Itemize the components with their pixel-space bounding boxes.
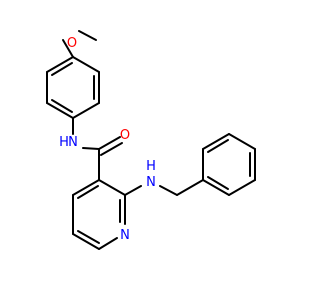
amide-hydrogen-label: H bbox=[59, 135, 69, 150]
chemical-structure-diagram: O N H O N H N bbox=[0, 0, 300, 300]
bond-lines bbox=[46, 30, 256, 250]
bond-ring1-c bbox=[72, 102, 100, 119]
carbonyl-oxygen-label: O bbox=[120, 128, 130, 143]
bond-carbonyl-1 bbox=[98, 136, 121, 150]
bond-ring1-a bbox=[72, 56, 100, 73]
bond-ring1-f-inner bbox=[51, 62, 73, 76]
bond-nh-carbonyl bbox=[82, 147, 100, 150]
methoxy-oxygen-label: O bbox=[67, 36, 77, 51]
bond-pyr-c4-c3 bbox=[72, 179, 100, 196]
pyridine-nitrogen-label: N bbox=[120, 228, 130, 243]
bond-ring1-d bbox=[46, 102, 74, 119]
bond-pyr-c6-c5 bbox=[72, 233, 100, 250]
bond-pyr-c6-c5-inner bbox=[77, 230, 100, 244]
bond-carbonyl-2 bbox=[100, 142, 123, 156]
amide-nitrogen-label: N bbox=[68, 135, 78, 150]
amine-hydrogen-label: H bbox=[146, 159, 156, 174]
molecule-structure-canvas: O N H O N H N bbox=[0, 0, 300, 300]
bond-ch2-benzyl bbox=[176, 179, 204, 196]
amine-nitrogen-label: N bbox=[146, 175, 156, 190]
bond-bn-b bbox=[202, 133, 230, 150]
bond-bn-b-inner bbox=[207, 139, 229, 153]
bond-bn-f-inner bbox=[207, 176, 229, 190]
bond-ring1-d-inner bbox=[51, 99, 73, 113]
bond-nh-ch2 bbox=[159, 185, 178, 196]
bond-bn-e bbox=[228, 179, 256, 196]
bond-ch3-o bbox=[78, 30, 97, 41]
bond-ring1-f bbox=[46, 56, 74, 73]
bond-c2-nh bbox=[124, 185, 142, 196]
bond-bn-f bbox=[202, 179, 230, 196]
bond-o-aryl bbox=[62, 39, 74, 58]
bond-pyr-c3-c2 bbox=[98, 179, 126, 196]
background bbox=[0, 0, 300, 300]
bond-bn-c bbox=[228, 133, 256, 150]
bond-pyr-n-c6 bbox=[98, 237, 118, 250]
bond-pyr-c4-c3-inner bbox=[77, 185, 99, 199]
